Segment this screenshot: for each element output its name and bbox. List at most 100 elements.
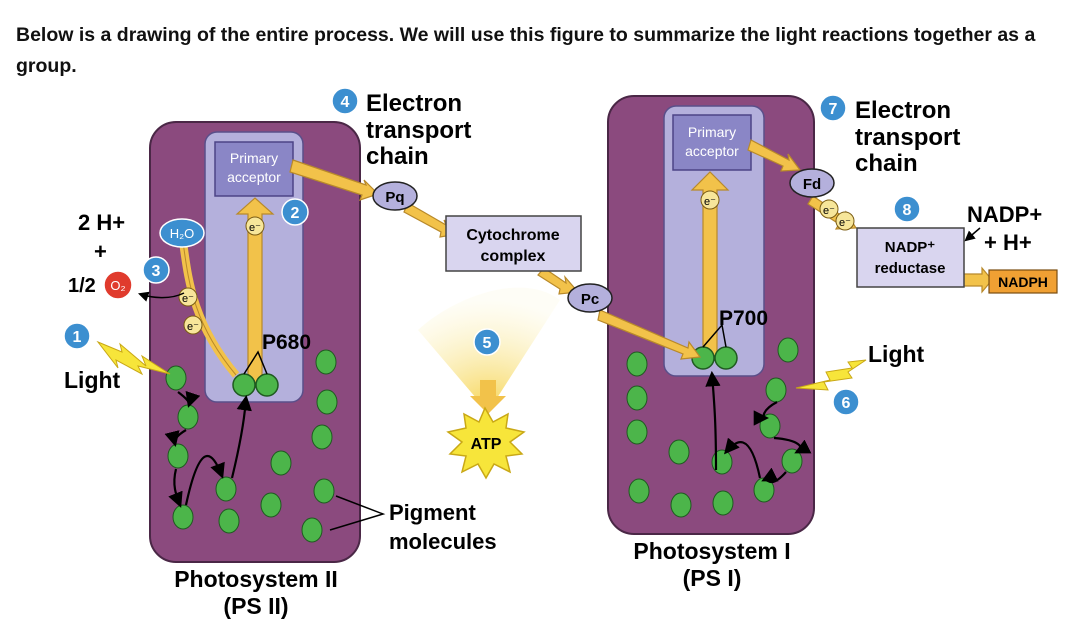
pigment-molecule <box>668 439 690 465</box>
step-badge-icon <box>473 328 501 356</box>
oxygen-molecule-icon <box>103 270 133 300</box>
pigment-molecules-label: molecules <box>389 529 497 554</box>
step-badge-label: 5 <box>483 335 492 352</box>
step-badge-icon <box>832 388 860 416</box>
ps1-primary-acceptor-label: Primary <box>688 124 736 140</box>
step-badge-label: 3 <box>152 263 161 280</box>
electron-label: e⁻ <box>182 293 194 305</box>
ps1-excitation-arrow <box>690 171 730 357</box>
step-badge-label: 4 <box>341 94 350 111</box>
etc2-heading: transport <box>855 124 960 151</box>
step-badge-label: 2 <box>291 205 300 222</box>
ps2-excitation-arrow <box>235 197 275 386</box>
ps1-name-label: Photosystem I <box>633 538 790 564</box>
electron-icon <box>245 216 265 236</box>
fd-label: Fd <box>803 176 821 193</box>
etc1-heading: chain <box>366 143 429 170</box>
reductase-label: reductase <box>875 260 946 277</box>
plus-label: + <box>94 239 107 264</box>
pigment-molecule <box>172 504 194 530</box>
ps2-pigment-molecules <box>165 349 338 543</box>
electron-icon <box>700 190 720 210</box>
pigment-molecule <box>670 492 692 518</box>
light-label-left: Light <box>64 367 121 393</box>
pigment-molecule <box>626 351 648 377</box>
pigment-molecule <box>628 478 650 504</box>
photosystem-i: Primary acceptor e⁻ P700 <box>607 95 815 535</box>
pigment-molecules-label: Pigment <box>389 500 476 525</box>
nadp-plus-label: NADP+ <box>967 202 1042 227</box>
pigment-molecule <box>315 349 337 375</box>
pigment-molecule <box>260 492 282 518</box>
ps1-abbr-label: (PS I) <box>683 565 742 591</box>
pigment-molecule <box>218 508 240 534</box>
electron-label: e⁻ <box>823 205 835 217</box>
atp-star <box>446 406 526 480</box>
electron-label: e⁻ <box>187 321 199 333</box>
pigment-molecule <box>270 450 292 476</box>
cytochrome-label: complex <box>481 248 546 265</box>
step-badge-label: 8 <box>903 202 912 219</box>
electron-icon <box>819 199 839 219</box>
light-bolt-icon <box>96 340 171 376</box>
plastoquinone-pq <box>372 181 418 211</box>
step-badge-icon <box>142 256 170 284</box>
pigment-molecule <box>781 448 803 474</box>
cytochrome-label: Cytochrome <box>466 227 559 244</box>
oxygen-label: O₂ <box>110 278 125 293</box>
ps2-abbr-label: (PS II) <box>223 593 288 619</box>
p700-chlorophyll <box>714 346 738 370</box>
pigment-molecule <box>765 377 787 403</box>
plastocyanin-pc <box>567 283 613 313</box>
nadph-box <box>988 269 1058 294</box>
atp-arrow <box>470 380 506 414</box>
reductase-label: NADP⁺ <box>885 239 936 256</box>
etc2-heading: chain <box>855 150 918 177</box>
atp-label: ATP <box>471 436 502 453</box>
ps1-primary-acceptor-box <box>672 114 752 171</box>
photosystem-ii: Primary acceptor e⁻ e⁻ e⁻ H₂O P680 <box>149 121 386 563</box>
step-badge-icon <box>281 198 309 226</box>
light-label-right: Light <box>868 341 925 367</box>
electron-label: e⁻ <box>839 217 851 229</box>
pq-label: Pq <box>385 189 404 206</box>
electron-label: e⁻ <box>704 196 716 208</box>
step-badge-icon <box>893 195 921 223</box>
ps1-pigment-molecules <box>626 337 803 518</box>
p680-label: P680 <box>262 331 311 354</box>
pigment-molecule <box>215 476 237 502</box>
step-badge-label: 6 <box>842 395 851 412</box>
step-badge-icon <box>819 94 847 122</box>
electron-label: e⁻ <box>249 222 261 234</box>
pigment-molecule <box>313 478 335 504</box>
ps2-name-label: Photosystem II <box>174 566 338 592</box>
water-label: H₂O <box>170 226 195 241</box>
ps1-energy-transfer-arrows <box>705 370 812 484</box>
pc-label: Pc <box>581 291 599 308</box>
electron-icon <box>835 211 855 231</box>
electron-flow-arrows <box>289 139 993 360</box>
nadp-reductase-box <box>856 227 965 288</box>
ps2-primary-acceptor-label: acceptor <box>227 169 281 185</box>
ps2-primary-acceptor-box <box>214 141 294 197</box>
ferredoxin-fd <box>789 168 835 198</box>
pigment-molecule <box>301 517 323 543</box>
cytochrome-complex-box <box>445 215 582 272</box>
pigment-molecule <box>311 424 333 450</box>
pigment-molecule <box>316 389 338 415</box>
intro-text: Below is a drawing of the entire process… <box>16 24 1036 77</box>
etc1-heading: Electron <box>366 90 462 117</box>
p700-label: P700 <box>719 307 768 330</box>
two-h-plus-label: 2 H+ <box>78 210 125 235</box>
step-badge-label: 7 <box>829 101 838 118</box>
p680-chlorophyll <box>232 373 256 397</box>
step-badge-icon <box>331 87 359 115</box>
light-bolt-icon <box>795 359 867 391</box>
p680-chlorophyll <box>255 373 279 397</box>
pigment-molecule <box>626 385 648 411</box>
electron-icon <box>183 315 203 335</box>
ps2-energy-transfer-arrows <box>164 390 252 508</box>
step-badge-label: 1 <box>73 329 82 346</box>
etc1-heading: transport <box>366 117 471 144</box>
